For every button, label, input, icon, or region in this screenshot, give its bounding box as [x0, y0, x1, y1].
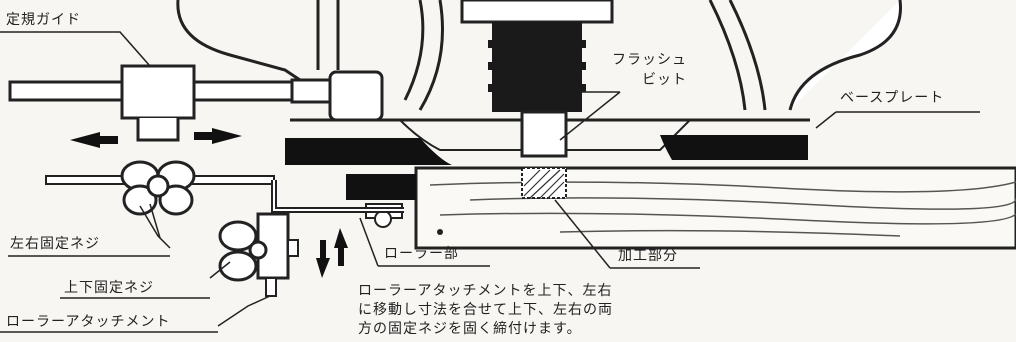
leader-lr-screw [139, 205, 171, 249]
base-plate-left [285, 138, 452, 165]
up-arrow [334, 228, 348, 266]
router-inner-left [403, 0, 444, 111]
down-arrow [316, 240, 330, 278]
instruction-line-2: に移動し寸法を合せて上下、左右の両 [358, 302, 613, 318]
wing-nut-ud [218, 220, 258, 252]
label-roller-attachment: ローラーアタッチメント [6, 314, 171, 330]
leader-flush-bit [559, 91, 621, 141]
router-chuck-top [460, 0, 614, 24]
instruction-line-3: 方の固定ネジを固く締付けます。 [358, 321, 582, 337]
leader-fence-guide [40, 31, 151, 67]
guide-block [120, 64, 196, 120]
machined-area [521, 167, 567, 199]
router-inner-right [708, 0, 767, 111]
label-flush-bit-line1: フラッシュ [612, 52, 687, 68]
label-roller-part: ローラー部 [384, 246, 459, 262]
leader-roller-attachment [217, 295, 271, 327]
instruction-text: ローラーアタッチメントを上下、左右 に移動し寸法を合せて上下、左右の両 方の固定… [358, 282, 613, 339]
router-housing-right-outline [788, 0, 902, 111]
right-arrow [194, 128, 242, 144]
roller-block [346, 174, 416, 200]
label-fence-guide: 定規ガイド [6, 12, 81, 28]
left-arrow [70, 132, 118, 148]
leader-roller-part [359, 217, 379, 267]
label-ud-screw: 上下固定ネジ [64, 280, 154, 296]
label-base-plate: ベースプレート [840, 90, 945, 106]
roller-bolt [374, 210, 392, 228]
flush-bit [520, 110, 568, 158]
workpiece [414, 166, 1016, 250]
router-column-left [316, 0, 340, 70]
label-lr-screw: 左右固定ネジ [10, 236, 100, 252]
instruction-line-1: ローラーアタッチメントを上下、左右 [358, 283, 613, 299]
label-flush-bit-line2: ビット [642, 72, 687, 88]
router-housing-left-outline [176, 0, 301, 82]
leader-ud-screw [209, 261, 231, 279]
label-machined-part: 加工部分 [618, 248, 678, 264]
rod-clamp [328, 70, 384, 122]
leader-machined [554, 199, 611, 269]
base-plate-right [660, 135, 808, 160]
leader-base-plate [815, 111, 837, 129]
